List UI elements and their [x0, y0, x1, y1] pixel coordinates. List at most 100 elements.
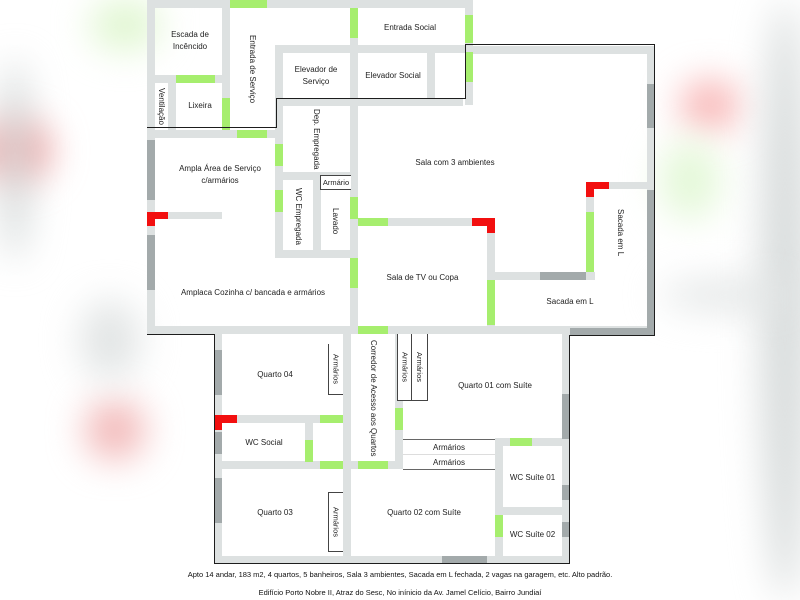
- door: [350, 197, 358, 219]
- room-sala-tv-copa: Sala de TV ou Copa: [386, 272, 459, 282]
- cabinet-quarto-04: Armários: [328, 344, 343, 395]
- cabinet-quarto-01-b: Armários: [411, 334, 428, 401]
- door: [275, 144, 283, 166]
- wall: [275, 45, 465, 53]
- outline: [214, 335, 215, 564]
- door: [320, 461, 343, 469]
- room-sala-3-ambientes: Sala com 3 ambientes: [415, 157, 495, 167]
- wall: [427, 53, 435, 98]
- door: [358, 218, 388, 226]
- wall: [147, 130, 283, 138]
- wall: [275, 250, 355, 258]
- window: [442, 556, 487, 564]
- wall: [222, 415, 343, 423]
- outline: [570, 335, 655, 336]
- room-quarto-02-suite: Quarto 02 com Suíte: [387, 507, 461, 517]
- cabinet-row-1: Armários: [403, 439, 495, 454]
- wall: [168, 83, 176, 130]
- window: [647, 84, 655, 128]
- wall: [343, 334, 351, 564]
- room-wc-suite-02: WC Suíte 02: [509, 529, 556, 539]
- wall: [147, 326, 655, 334]
- cabinet-row-2: Armários: [403, 454, 495, 470]
- room-sacada-horizontal: Sacada em L: [546, 297, 594, 306]
- wall: [283, 98, 463, 106]
- wall: [222, 0, 230, 130]
- outline: [147, 334, 215, 335]
- wall: [214, 556, 570, 564]
- room-area-servico: Ampla Área de Serviço c/armários: [179, 164, 261, 185]
- door: [510, 438, 532, 446]
- outline: [214, 563, 570, 564]
- wall: [594, 182, 649, 189]
- cabinet-quarto-03: Armários: [328, 492, 343, 552]
- door: [237, 130, 267, 138]
- pillar: [147, 212, 168, 219]
- caption-line-2: Edifício Porto Nobre II, Atraz do Sesc, …: [258, 588, 542, 597]
- room-quarto-01-suite: Quarto 01 com Suíte: [458, 381, 532, 390]
- wall: [147, 130, 155, 335]
- door: [320, 415, 343, 423]
- door: [586, 212, 594, 272]
- room-quarto-03: Quarto 03: [257, 507, 293, 517]
- wall: [313, 180, 321, 255]
- room-sacada-vertical: Sacada em L: [616, 208, 625, 257]
- wall: [465, 46, 655, 54]
- wall: [155, 212, 222, 219]
- room-lixeira: Lixeira: [188, 101, 212, 110]
- outline: [569, 335, 570, 564]
- cabinet-quarto-01-a: Armários: [397, 334, 412, 401]
- window: [562, 522, 570, 537]
- outline: [654, 44, 655, 336]
- window: [647, 190, 655, 336]
- pillar: [586, 182, 609, 189]
- door: [495, 515, 503, 537]
- window: [540, 272, 586, 280]
- wall: [147, 0, 473, 8]
- window: [562, 394, 570, 439]
- door: [487, 280, 495, 325]
- door: [176, 75, 215, 83]
- pillar: [586, 182, 594, 197]
- wall: [562, 334, 570, 564]
- room-lavado: Lavado: [331, 207, 340, 235]
- outline: [465, 44, 466, 99]
- window: [570, 328, 655, 336]
- door: [465, 15, 473, 43]
- wall: [147, 0, 155, 130]
- room-elevador-servico: Elevador de Serviço: [294, 65, 338, 86]
- window: [147, 235, 155, 290]
- wall: [503, 507, 570, 515]
- door: [465, 52, 473, 82]
- pillar: [214, 415, 237, 423]
- room-wc-suite-01: WC Suíte 01: [509, 472, 556, 482]
- room-quarto-04: Quarto 04: [257, 369, 293, 379]
- wall: [358, 218, 493, 226]
- room-entrada-servico: Entrada de Serviço: [248, 34, 257, 104]
- room-wc-empregada: WC Empregada: [294, 187, 303, 245]
- door: [305, 440, 313, 462]
- pillar: [487, 218, 495, 233]
- door: [350, 258, 358, 288]
- wall: [495, 438, 503, 564]
- wall: [495, 438, 570, 446]
- window: [214, 350, 222, 395]
- wall: [487, 218, 495, 328]
- room-ventilacao: Ventilação: [157, 87, 166, 125]
- wall: [222, 461, 402, 469]
- outline: [276, 98, 466, 99]
- outline: [465, 44, 655, 45]
- pillar: [147, 212, 155, 226]
- door: [222, 98, 230, 130]
- room-wc-social: WC Social: [245, 438, 283, 447]
- door: [350, 8, 358, 38]
- door: [395, 408, 403, 430]
- window: [214, 478, 222, 523]
- door: [358, 461, 388, 469]
- window: [214, 432, 222, 454]
- caption-line-1: Apto 14 andar, 183 m2, 4 quartos, 5 banh…: [187, 570, 613, 579]
- room-cozinha: Amplaca Cozinha c/ bancada e armários: [180, 287, 326, 297]
- pillar: [472, 218, 495, 226]
- room-corredor: Corredor de Acesso aos Quartos: [369, 339, 378, 457]
